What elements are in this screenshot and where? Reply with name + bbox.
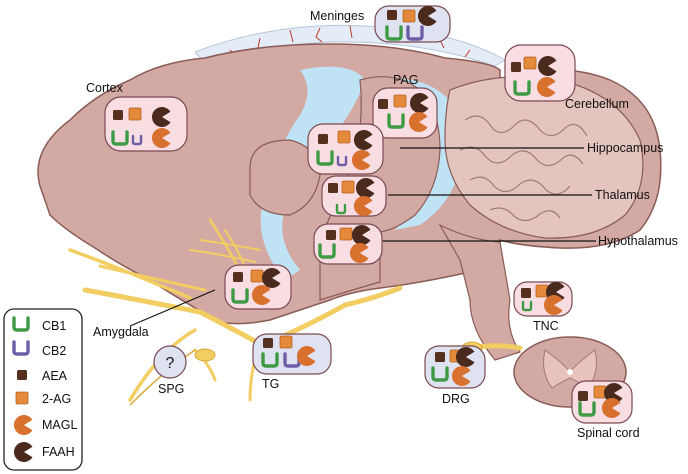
label-hypothalamus: Hypothalamus (598, 234, 678, 248)
hypothalamus-box[interactable] (313, 223, 383, 265)
label-meninges: Meninges (310, 9, 364, 23)
label-tnc: TNC (533, 319, 559, 333)
label-spg: SPG (158, 382, 184, 396)
meninges-box[interactable] (374, 5, 451, 43)
legend-cb1: CB1 (12, 316, 66, 333)
legend-faah: FAAH (13, 442, 75, 462)
spg-question-mark: ? (166, 355, 175, 372)
aea-square-icon (17, 370, 27, 380)
cerebellum-box[interactable] (504, 44, 576, 102)
legend-magl: MAGL (13, 415, 77, 435)
label-pag: PAG (393, 73, 418, 87)
label-cortex: Cortex (86, 81, 124, 95)
drg-box[interactable] (424, 345, 486, 389)
tg-box[interactable] (252, 333, 332, 375)
hippocampus-box[interactable] (307, 123, 384, 175)
legend-2ag: 2-AG (15, 391, 71, 406)
label-thalamus: Thalamus (595, 188, 650, 202)
cortex-box[interactable] (104, 96, 188, 152)
legend: CB1 CB2 AEA 2-AG MAGL FAAH (3, 308, 83, 471)
legend-label-faah: FAAH (42, 445, 75, 459)
pag-box[interactable] (372, 87, 438, 139)
label-drg: DRG (442, 392, 470, 406)
amygdala-box[interactable] (224, 264, 292, 310)
label-cerebellum: Cerebellum (565, 97, 629, 111)
legend-label-aea: AEA (42, 369, 68, 383)
legend-label-2ag: 2-AG (42, 392, 71, 406)
label-amygdala: Amygdala (93, 325, 149, 339)
tnc-box[interactable] (513, 281, 573, 317)
label-spinal-cord: Spinal cord (577, 426, 640, 440)
spg-circle[interactable]: ? (153, 345, 187, 379)
legend-label-cb1: CB1 (42, 319, 66, 333)
thalamus-box[interactable] (321, 175, 387, 217)
pointer-lines (129, 147, 596, 327)
legend-label-cb2: CB2 (42, 344, 66, 358)
legend-aea: AEA (17, 369, 68, 383)
label-tg: TG (262, 377, 279, 391)
legend-label-magl: MAGL (42, 418, 77, 432)
2ag-square-icon (15, 391, 29, 405)
label-hippocampus: Hippocampus (587, 141, 663, 155)
spinal-cord-box[interactable] (571, 380, 633, 424)
legend-cb2: CB2 (12, 340, 66, 358)
